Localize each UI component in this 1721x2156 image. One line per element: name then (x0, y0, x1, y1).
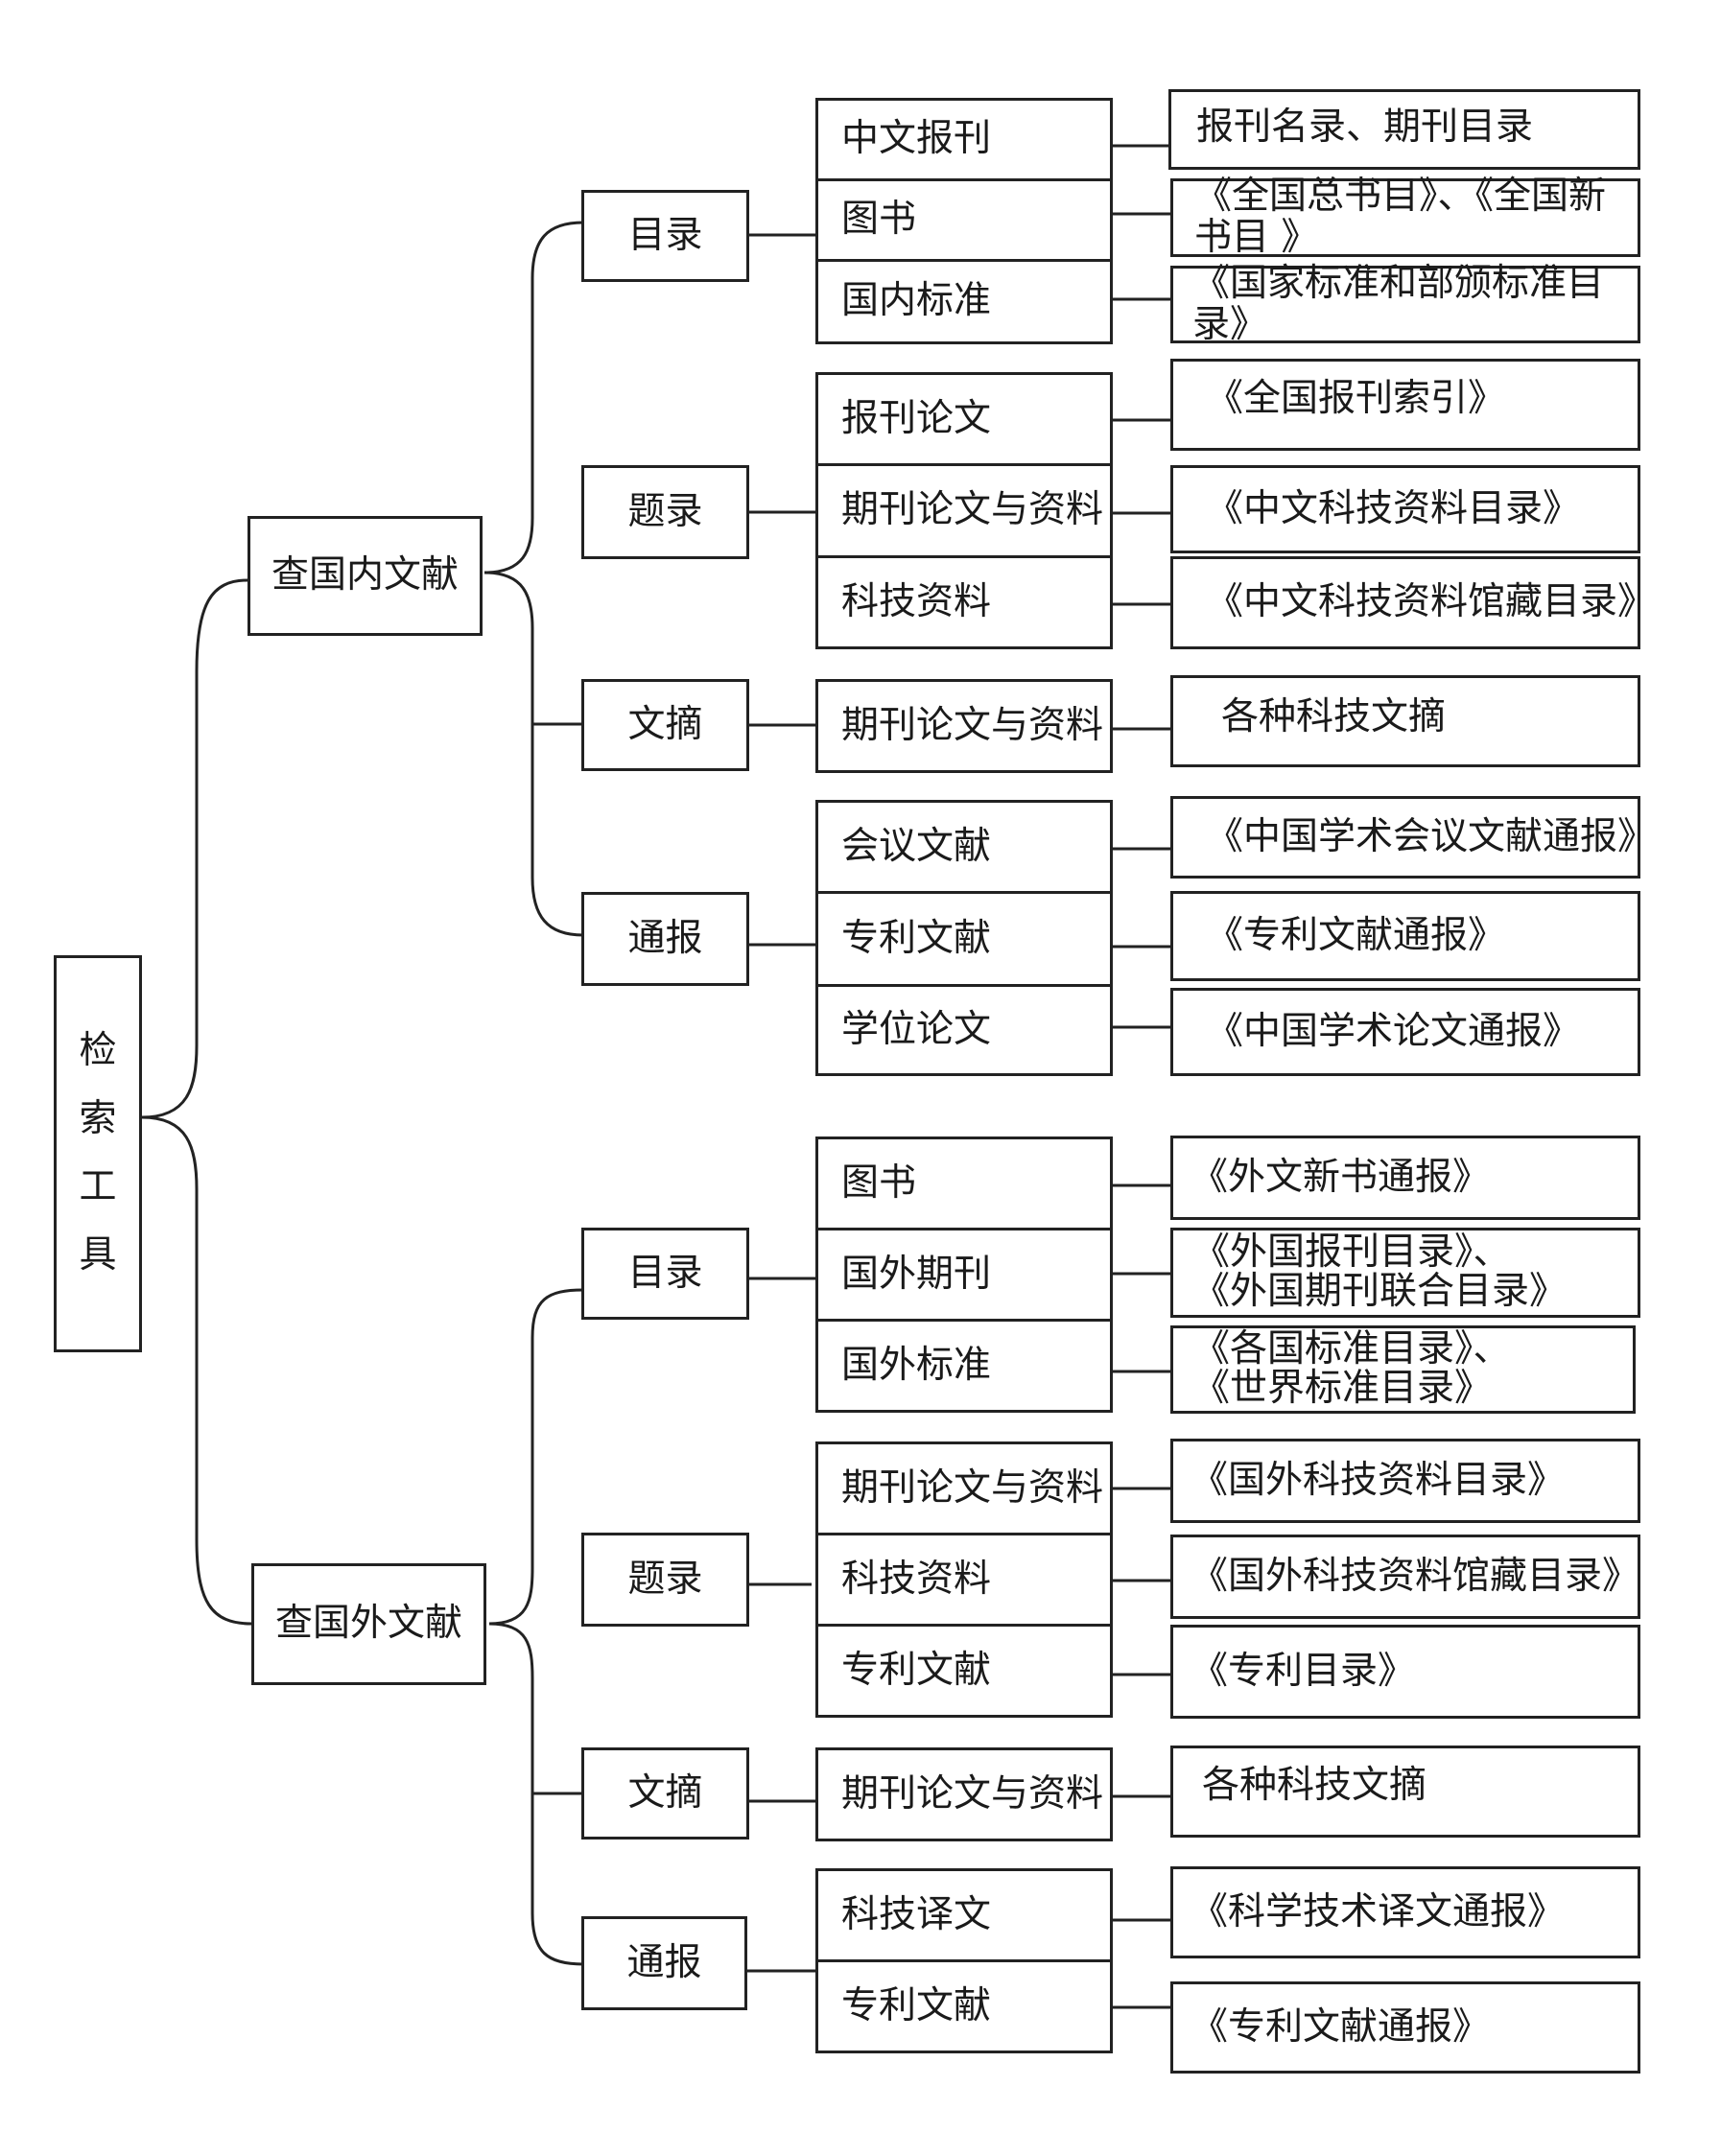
foreign-category-mulu: 目录 (581, 1228, 749, 1320)
foreign-item: 国外标准 (815, 1319, 1113, 1413)
foreign-tool: 《专利文献通报》 (1170, 1981, 1640, 2074)
domestic-item: 学位论文 (815, 984, 1113, 1076)
domestic-item: 图书 (815, 178, 1113, 262)
foreign-tool: 《专利目录》 (1170, 1625, 1640, 1719)
root-char: 检 (79, 1029, 117, 1073)
domestic-category-mulu: 目录 (581, 190, 749, 282)
foreign-tool: 各种科技文摘 (1170, 1746, 1640, 1838)
foreign-category-tongbao: 通报 (581, 1916, 747, 2010)
foreign-item: 专利文献 (815, 1624, 1113, 1718)
foreign-tool-line: 《世界标准目录》 (1192, 1367, 1493, 1410)
domestic-category-wenzhai: 文摘 (581, 679, 749, 771)
domestic-tool: 《中文科技资料目录》 (1170, 465, 1640, 553)
domestic-item: 专利文献 (815, 891, 1113, 987)
foreign-category-tilu: 题录 (581, 1533, 749, 1627)
domestic-brace-lower (483, 571, 584, 937)
foreign-category-wenzhai: 文摘 (581, 1747, 749, 1840)
root-brace-lower (141, 1115, 252, 1626)
foreign-brace-upper (488, 1288, 584, 1626)
domestic-tool: 各种科技文摘 (1170, 675, 1640, 767)
foreign-item: 图书 (815, 1137, 1113, 1230)
foreign-tool: 《外国报刊目录》、 《外国期刊联合目录》 (1170, 1228, 1640, 1318)
foreign-item: 期刊论文与资料 (815, 1747, 1113, 1841)
foreign-node: 查国外文献 (251, 1563, 486, 1685)
domestic-tool: 《中国学术会议文献通报》 (1170, 796, 1655, 879)
domestic-tool: 报刊名录、期刊目录 (1168, 89, 1640, 170)
foreign-item: 国外期刊 (815, 1228, 1113, 1322)
domestic-category-tilu: 题录 (581, 465, 749, 559)
root-node: 检 索 工 具 (54, 955, 142, 1352)
domestic-item: 科技资料 (815, 555, 1113, 649)
foreign-tool: 《国外科技资料目录》 (1170, 1439, 1640, 1523)
domestic-tool: 《中文科技资料馆藏目录》 (1170, 556, 1655, 649)
foreign-tool-line: 《各国标准目录》、 (1192, 1327, 1511, 1371)
domestic-item: 期刊论文与资料 (815, 463, 1113, 558)
foreign-tool-line: 《外国期刊联合目录》 (1192, 1270, 1568, 1313)
domestic-brace-upper (483, 221, 584, 574)
foreign-item: 专利文献 (815, 1959, 1113, 2053)
domestic-category-tongbao: 通报 (581, 892, 749, 986)
root-char: 索 (79, 1097, 117, 1141)
domestic-node: 查国内文献 (248, 516, 483, 636)
root-char: 工 (79, 1165, 117, 1208)
foreign-brace-lower (488, 1622, 584, 1966)
domestic-item: 会议文献 (815, 800, 1113, 894)
foreign-item: 期刊论文与资料 (815, 1441, 1113, 1535)
foreign-item: 科技译文 (815, 1868, 1113, 1962)
foreign-item: 科技资料 (815, 1533, 1113, 1627)
foreign-tool-line: 《外国报刊目录》、 (1192, 1230, 1511, 1275)
domestic-item: 报刊论文 (815, 372, 1113, 466)
domestic-item: 中文报刊 (815, 98, 1113, 181)
domestic-tool: 《专利文献通报》 (1170, 891, 1640, 981)
domestic-tool: 《中国学术论文通报》 (1170, 988, 1640, 1076)
domestic-tool: 《全国报刊索引》 (1170, 359, 1640, 451)
foreign-tool: 《各国标准目录》、 《世界标准目录》 (1170, 1325, 1636, 1414)
domestic-tool: 《全国总书目》、《全国新书目 》 (1170, 176, 1640, 258)
domestic-tool: 《国家标准和部颁标准目录》 (1170, 263, 1640, 344)
foreign-tool: 《科学技术译文通报》 (1170, 1866, 1640, 1958)
root-char: 具 (79, 1232, 117, 1277)
domestic-item: 期刊论文与资料 (815, 679, 1113, 773)
foreign-tool: 《外文新书通报》 (1170, 1136, 1640, 1220)
root-brace (141, 578, 248, 1119)
domestic-item: 国内标准 (815, 259, 1113, 344)
foreign-tool: 《国外科技资料馆藏目录》 (1170, 1535, 1640, 1619)
